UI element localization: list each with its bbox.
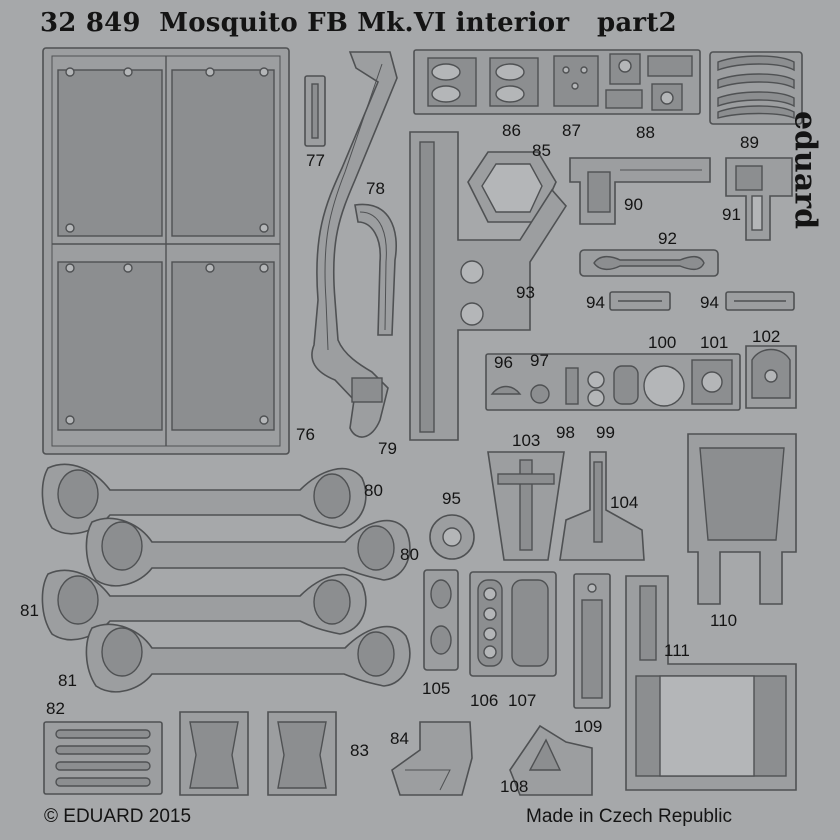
part-label-82: 82 bbox=[46, 699, 65, 718]
part-111 bbox=[625, 575, 797, 791]
part-label-89: 89 bbox=[740, 133, 759, 152]
sheet-name: Mosquito FB Mk.VI interior bbox=[159, 8, 570, 38]
part-label-97: 97 bbox=[530, 351, 549, 370]
part-label-77: 77 bbox=[306, 151, 325, 170]
part-label-84: 84 bbox=[390, 729, 409, 748]
part-label-95: 95 bbox=[442, 489, 461, 508]
part-label-111: 111 bbox=[664, 641, 690, 660]
part-label-91: 91 bbox=[722, 205, 741, 224]
part-label-99: 99 bbox=[596, 423, 615, 442]
part-95 bbox=[429, 514, 475, 560]
part-label-76: 76 bbox=[296, 425, 315, 444]
brand-mark: eduard bbox=[780, 100, 830, 240]
part-label-110: 110 bbox=[710, 611, 738, 630]
part-102 bbox=[745, 345, 797, 409]
part-label-103: 103 bbox=[512, 431, 541, 450]
part-label-101: 101 bbox=[700, 333, 729, 352]
part-label-83: 83 bbox=[350, 741, 369, 760]
sheet-code: 32 849 bbox=[40, 8, 141, 38]
part-86-87-88 bbox=[413, 49, 701, 115]
part-90 bbox=[569, 157, 711, 225]
part-80-81 bbox=[41, 463, 411, 693]
part-91 bbox=[725, 157, 793, 241]
part-78 bbox=[354, 203, 397, 336]
part-label-94b: 94 bbox=[700, 293, 719, 312]
part-label-96: 96 bbox=[494, 353, 513, 372]
part-label-87: 87 bbox=[562, 121, 581, 140]
origin-text: Made in Czech Republic bbox=[526, 806, 732, 827]
part-label-109: 109 bbox=[574, 717, 603, 736]
part-label-102: 102 bbox=[752, 327, 781, 346]
part-label-107: 107 bbox=[508, 691, 537, 710]
part-89 bbox=[709, 51, 803, 125]
part-label-78: 78 bbox=[366, 179, 385, 198]
brand-name: eduard bbox=[787, 110, 823, 230]
part-96-101 bbox=[485, 353, 741, 411]
part-92 bbox=[579, 249, 719, 277]
part-label-88: 88 bbox=[636, 123, 655, 142]
part-label-81b: 81 bbox=[58, 671, 77, 690]
part-77 bbox=[304, 75, 326, 147]
part-83 bbox=[179, 711, 337, 796]
copyright-text: © EDUARD 2015 bbox=[44, 806, 192, 827]
part-label-80b: 80 bbox=[400, 545, 419, 564]
part-label-93: 93 bbox=[516, 283, 535, 302]
part-label-85: 85 bbox=[532, 141, 551, 160]
part-79 bbox=[311, 51, 398, 438]
part-93 bbox=[409, 131, 567, 441]
part-110 bbox=[687, 433, 797, 605]
part-label-100: 100 bbox=[648, 333, 677, 352]
part-82 bbox=[43, 721, 163, 795]
part-label-86: 86 bbox=[502, 121, 521, 140]
part-94 bbox=[609, 291, 795, 311]
sheet-title: 32 849 Mosquito FB Mk.VI interior part2 bbox=[40, 8, 677, 38]
part-103 bbox=[487, 451, 565, 561]
part-label-94: 94 bbox=[586, 293, 605, 312]
part-84 bbox=[391, 721, 473, 796]
part-106-107 bbox=[469, 571, 557, 677]
part-label-98: 98 bbox=[556, 423, 575, 442]
part-label-79: 79 bbox=[378, 439, 397, 458]
part-label-80: 80 bbox=[364, 481, 383, 500]
part-label-81: 81 bbox=[20, 601, 39, 620]
part-label-106: 106 bbox=[470, 691, 499, 710]
part-label-104: 104 bbox=[610, 493, 639, 512]
part-label-105: 105 bbox=[422, 679, 451, 698]
part-label-90: 90 bbox=[624, 195, 643, 214]
part-109 bbox=[573, 573, 611, 709]
part-105 bbox=[423, 569, 459, 671]
part-104 bbox=[559, 451, 645, 561]
sheet-part: part2 bbox=[597, 8, 677, 38]
part-76 bbox=[42, 47, 290, 455]
part-108 bbox=[509, 724, 593, 796]
part-label-92: 92 bbox=[658, 229, 677, 248]
part-label-108: 108 bbox=[500, 777, 529, 796]
